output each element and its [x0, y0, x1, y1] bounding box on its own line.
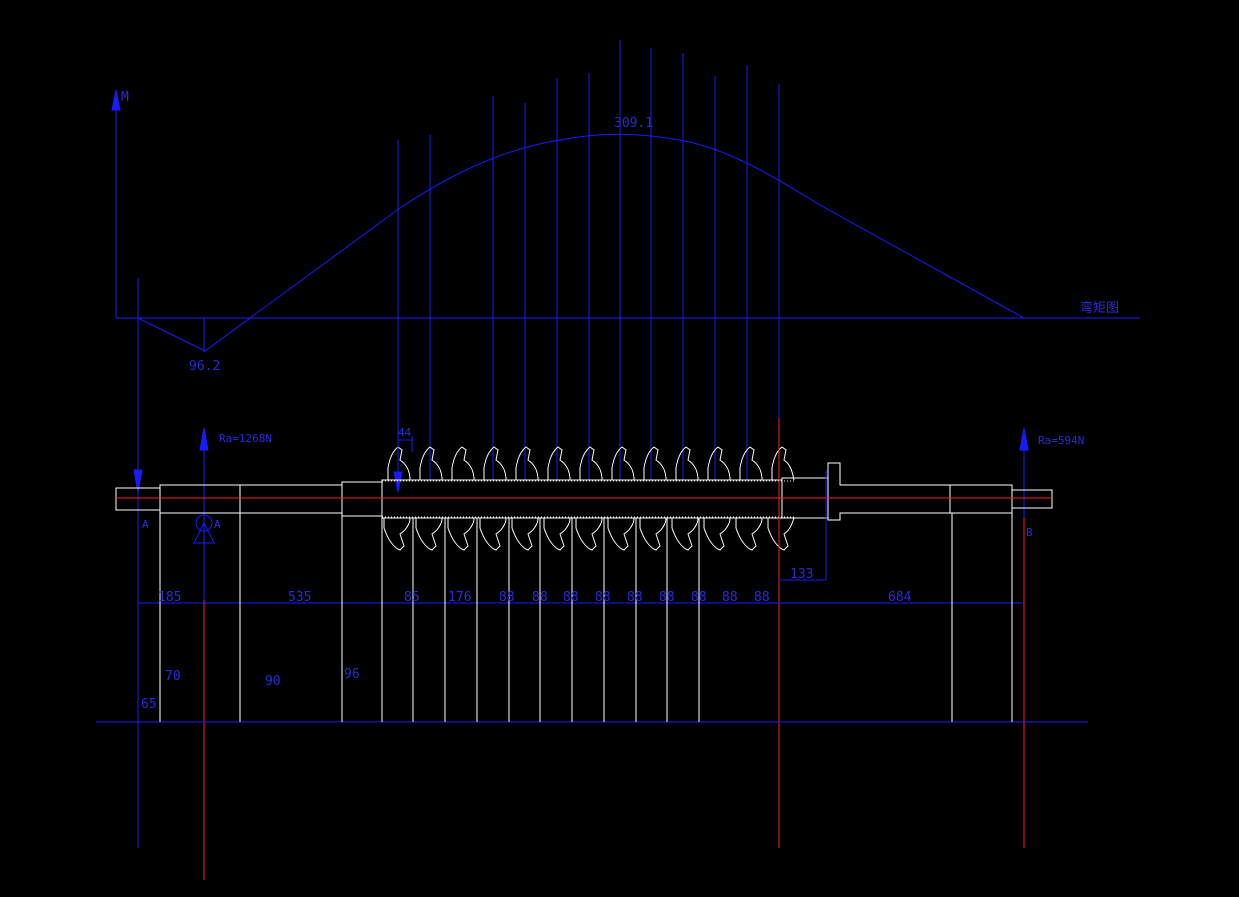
length-label: 684: [888, 590, 912, 605]
left-reaction-arrow: [199, 427, 209, 451]
projection-lines: [137, 40, 780, 848]
dim-44: [397, 436, 413, 452]
length-label: 85: [404, 590, 420, 605]
length-label: 88: [659, 590, 675, 605]
moment-axis-label: M: [121, 90, 129, 105]
length-label: 88: [691, 590, 707, 605]
moment-peak-label: 309.1: [614, 116, 653, 131]
support-symbol: [193, 514, 215, 544]
right-reaction-arrow: [1019, 427, 1029, 451]
dim-133: [779, 470, 827, 581]
rotor-blades: [383, 446, 795, 551]
length-label: 88: [722, 590, 738, 605]
reaction-arrows: [133, 427, 1029, 880]
dimension-lines: [96, 602, 1088, 723]
length-label: 88: [532, 590, 548, 605]
length-label: 88: [563, 590, 579, 605]
force-arrow-left: [133, 469, 143, 493]
support-label-a2: A: [214, 518, 221, 531]
diameter-label: 70: [165, 669, 181, 684]
shaft-outline: [115, 462, 1053, 521]
moment-min-label: 96.2: [189, 359, 220, 374]
length-label: 535: [288, 590, 311, 605]
force-arrow-mid: [393, 471, 403, 493]
dim-44-label: 44: [398, 426, 412, 439]
length-label: 88: [595, 590, 611, 605]
moment-curve: [137, 133, 1025, 352]
dim-133-label: 133: [790, 567, 813, 582]
moment-axis-arrow: [111, 89, 121, 111]
moment-diagram-title: 弯矩图: [1080, 300, 1119, 316]
length-label: 185: [158, 590, 181, 605]
length-label: 176: [448, 590, 471, 605]
diameter-label: 96: [344, 667, 360, 682]
support-label-a1: A: [142, 518, 149, 531]
left-reaction-label: Ra=1268N: [219, 432, 272, 445]
section-lines: [159, 508, 1013, 722]
right-reaction-label: Ra=594N: [1038, 434, 1084, 447]
length-label: 88: [499, 590, 515, 605]
support-label-b: B: [1026, 526, 1033, 539]
length-label: 88: [754, 590, 770, 605]
diameter-label: 90: [265, 674, 281, 689]
length-label: 88: [627, 590, 643, 605]
moment-diagram: [111, 40, 1140, 848]
diameter-label: 65: [141, 697, 157, 712]
